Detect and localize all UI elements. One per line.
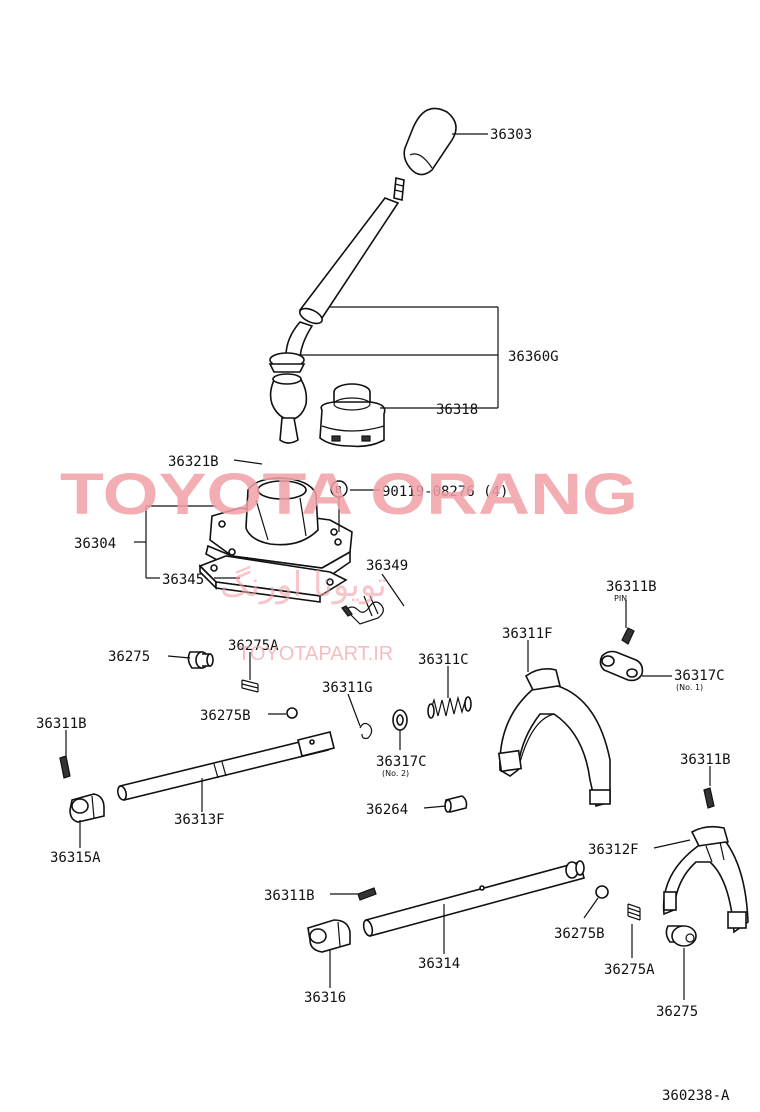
label-36275B-right: 36275B: [554, 926, 605, 942]
circle-b-letter: B: [335, 485, 342, 496]
label-90119-08276: 90119-08276 (4): [382, 484, 508, 500]
label-36275-left: 36275: [108, 649, 150, 665]
label-36317C-no1: 36317C: [674, 668, 725, 684]
shift-knob: [403, 107, 457, 176]
label-36275B-left: 36275B: [200, 708, 251, 724]
label-36303: 36303: [490, 127, 532, 143]
label-36311B-mid: 36311B: [264, 888, 315, 904]
label-36318: 36318: [436, 402, 478, 418]
label-36311C: 36311C: [418, 652, 469, 668]
label-36316: 36316: [304, 990, 346, 1006]
shift-shaft-36313F: [116, 731, 335, 801]
label-36311B-left: 36311B: [36, 716, 87, 732]
spring-36349: [341, 595, 384, 625]
pin-36311B-left: [59, 755, 71, 779]
label-36275-right: 36275: [656, 1004, 698, 1020]
ball-36275B-left: [286, 707, 298, 719]
spring-36275A-right: [627, 903, 641, 921]
shift-fork-36311F: [497, 668, 611, 808]
ball-36275B-right: [595, 885, 609, 899]
label-36349: 36349: [366, 558, 408, 574]
figure-id: 360238-A: [662, 1088, 730, 1104]
lever-plate: [198, 555, 348, 603]
plug-36275-right: [665, 925, 697, 947]
circle-b-marker: B: [330, 480, 348, 498]
shift-lever: [268, 176, 405, 444]
label-36311G: 36311G: [322, 680, 373, 696]
label-36315A: 36315A: [50, 850, 101, 866]
part-labels: 36303 36360G 36318 36321B 90119-08276 (4…: [36, 127, 731, 1104]
interlock-no1: [599, 650, 644, 682]
pin-36311B-right: [703, 787, 715, 809]
label-36311F: 36311F: [502, 626, 553, 642]
spring-36311C: [427, 695, 472, 719]
shift-head-36315A: [69, 793, 105, 823]
label-36321B: 36321B: [168, 454, 219, 470]
shift-head-36316: [307, 919, 351, 953]
label-36317C-no2: 36317C: [376, 754, 427, 770]
watermark-arabic: تويوتا اورنگ: [220, 565, 387, 605]
spring-36311G: [359, 722, 373, 740]
label-36275A-right: 36275A: [604, 962, 655, 978]
watermark: TOYOTA ORANG تويوتا اورنگ TOYOTAPART.IR: [60, 462, 638, 665]
label-pin: PIN: [614, 594, 627, 603]
washer-no2: [392, 709, 408, 731]
boot: [319, 383, 386, 448]
label-36311B-top: 36311B: [606, 579, 657, 595]
plug-36275-left: [187, 651, 214, 669]
leader-lines: [65, 133, 711, 1000]
label-36311B-right: 36311B: [680, 752, 731, 768]
label-36345: 36345: [162, 572, 204, 588]
label-36360G: 36360G: [508, 349, 559, 365]
shift-shaft-36314: [362, 860, 585, 937]
label-36312F: 36312F: [588, 842, 639, 858]
watermark-site: TOYOTAPART.IR: [238, 643, 393, 665]
watermark-main: TOYOTA ORANG: [60, 462, 638, 527]
label-36314: 36314: [418, 956, 460, 972]
label-no2: (No. 2): [382, 769, 409, 778]
spring-36275A-left: [241, 679, 259, 693]
label-36264: 36264: [366, 802, 408, 818]
pin-36264: [444, 795, 468, 813]
shift-fork-36312F: [662, 825, 749, 934]
pin-36311B-top: [621, 627, 635, 645]
label-no1: (No. 1): [676, 683, 703, 692]
label-36313F: 36313F: [174, 812, 225, 828]
label-36304: 36304: [74, 536, 116, 552]
label-36275A-left: 36275A: [228, 638, 279, 654]
pin-36311B-mid: [357, 887, 377, 901]
